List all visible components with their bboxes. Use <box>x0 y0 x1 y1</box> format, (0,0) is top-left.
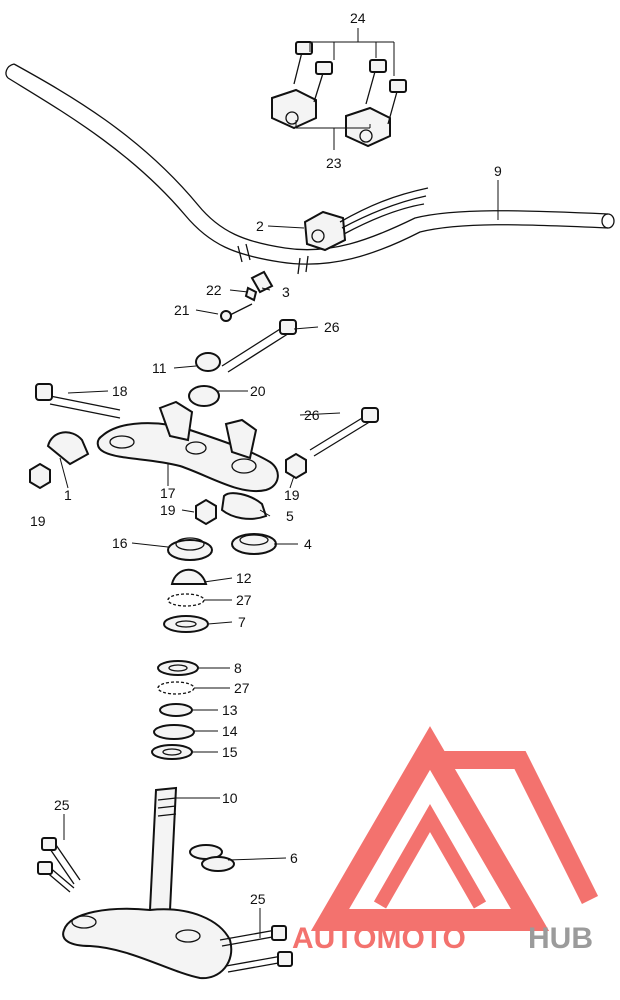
callout-26-top: 26 <box>324 319 340 335</box>
callout-18: 18 <box>112 383 128 399</box>
callout-25-right: 25 <box>250 891 266 907</box>
callout-3: 3 <box>282 284 290 300</box>
callout-14: 14 <box>222 723 238 739</box>
callout-27-lower: 27 <box>234 680 250 696</box>
callout-15: 15 <box>222 744 238 760</box>
watermark-text-red: AUTOMOTO <box>292 922 466 955</box>
holder-bolts <box>293 41 407 125</box>
handlebar <box>5 63 615 275</box>
handlebar-holders <box>271 88 391 148</box>
callout-12: 12 <box>236 570 252 586</box>
callout-25-left: 25 <box>54 797 70 813</box>
top-bridge <box>96 400 279 493</box>
callout-1: 1 <box>64 487 72 503</box>
bottom-bolts <box>37 837 293 973</box>
callout-21: 21 <box>174 302 190 318</box>
callout-7: 7 <box>238 614 246 630</box>
callout-labels: 24 23 9 2 22 3 21 26 11 18 20 26 1 17 19… <box>30 10 502 907</box>
callout-26-right: 26 <box>304 407 320 423</box>
callout-8: 8 <box>234 660 242 676</box>
leader-lines <box>59 28 499 938</box>
watermark-text-gray: HUB <box>528 922 593 955</box>
switch-housing <box>303 187 429 252</box>
callout-19-right: 19 <box>284 487 300 503</box>
steering-stem <box>62 786 233 980</box>
callout-2: 2 <box>256 218 264 234</box>
callout-22: 22 <box>206 282 222 298</box>
callout-4: 4 <box>304 536 312 552</box>
clip-and-screw <box>220 270 274 322</box>
callout-11: 11 <box>152 360 167 376</box>
callout-6: 6 <box>290 850 298 866</box>
callout-24: 24 <box>350 10 366 26</box>
automotohub-logo: AUTOMOTO HUB <box>292 726 599 955</box>
callout-27-upper: 27 <box>236 592 252 608</box>
callout-23: 23 <box>326 155 342 171</box>
rubber-cushions <box>188 352 221 407</box>
callout-5: 5 <box>286 508 294 524</box>
callout-19-left: 19 <box>30 513 46 529</box>
callout-13: 13 <box>222 702 238 718</box>
bearing-stack <box>151 533 277 760</box>
callout-10: 10 <box>222 790 238 806</box>
callout-9: 9 <box>494 163 502 179</box>
clamp-and-nuts <box>29 431 307 526</box>
callout-16: 16 <box>112 535 128 551</box>
callout-19-center: 19 <box>160 502 176 518</box>
callout-17: 17 <box>160 485 176 501</box>
long-bolts <box>35 319 379 457</box>
callout-20: 20 <box>250 383 266 399</box>
